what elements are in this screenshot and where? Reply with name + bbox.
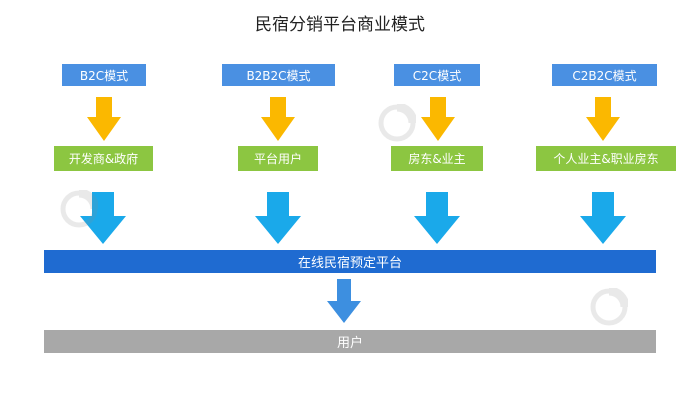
diagram-title: 民宿分销平台商业模式: [255, 15, 425, 35]
model-box-c2b2c: C2B2C模式: [552, 64, 657, 86]
actor-box-developer-government: 开发商&政府: [54, 146, 153, 171]
down-arrow-cyan: [255, 192, 301, 244]
down-arrow-blue: [327, 279, 361, 323]
model-box-c2c: C2C模式: [394, 64, 480, 86]
down-arrow-cyan: [80, 192, 126, 244]
down-arrow-yellow: [421, 97, 455, 141]
platform-bar: 在线民宿预定平台: [44, 250, 656, 273]
watermark-logo-icon: [590, 288, 628, 326]
down-arrow-cyan: [414, 192, 460, 244]
model-box-b2b2c: B2B2C模式: [222, 64, 335, 86]
user-bar: 用户: [44, 330, 656, 353]
down-arrow-cyan: [580, 192, 626, 244]
down-arrow-yellow: [586, 97, 620, 141]
down-arrow-yellow: [261, 97, 295, 141]
actor-box-landlord-owner: 房东&业主: [391, 146, 483, 171]
watermark-logo-icon: [378, 104, 416, 142]
down-arrow-yellow: [87, 97, 121, 141]
actor-box-platform-users: 平台用户: [238, 146, 318, 171]
actor-box-individual-professional-landlord: 个人业主&职业房东: [536, 146, 676, 171]
model-box-b2c: B2C模式: [62, 64, 146, 86]
